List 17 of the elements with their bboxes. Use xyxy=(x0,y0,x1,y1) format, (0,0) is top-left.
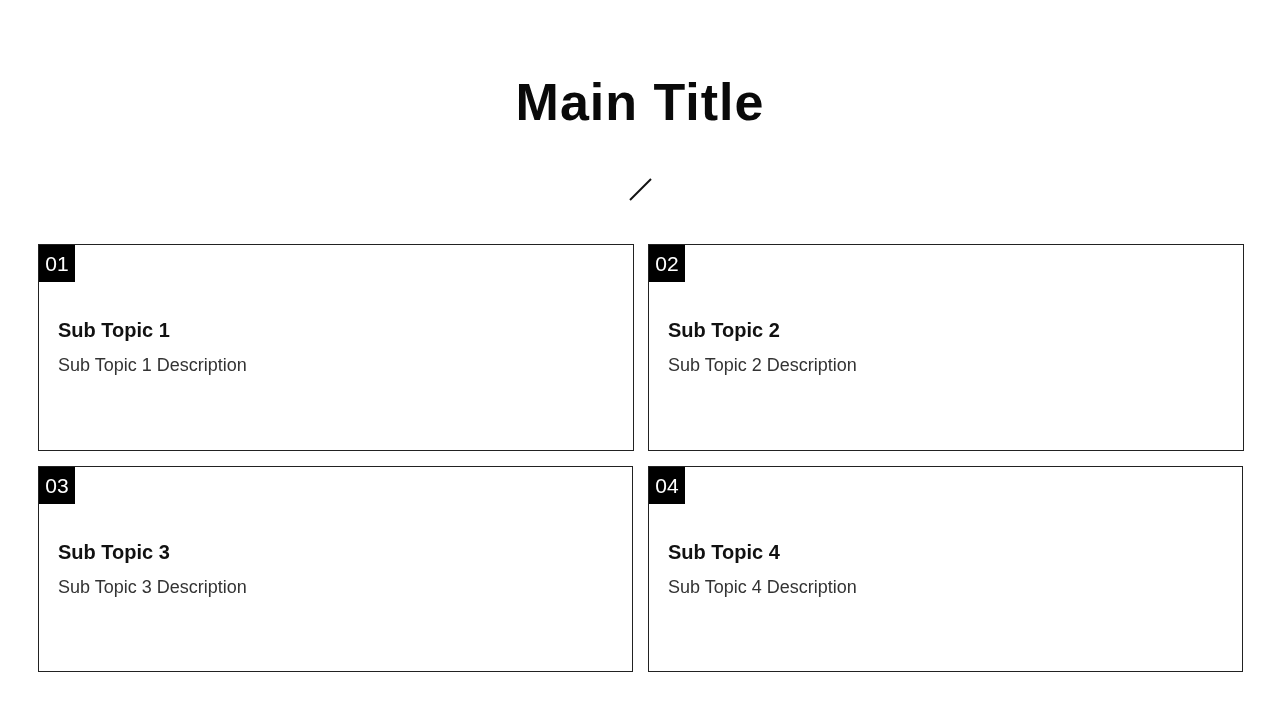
card-heading: Sub Topic 2 xyxy=(668,318,780,343)
number-tag: 01 xyxy=(39,245,75,282)
topic-card xyxy=(648,244,1244,451)
number-tag: 04 xyxy=(649,467,685,504)
topic-card xyxy=(648,466,1243,672)
number-tag: 03 xyxy=(39,467,75,504)
topic-card xyxy=(38,466,633,672)
number-tag: 02 xyxy=(649,245,685,282)
card-heading: Sub Topic 3 xyxy=(58,540,170,565)
card-description: Sub Topic 1 Description xyxy=(58,354,247,377)
card-description: Sub Topic 4 Description xyxy=(668,576,857,599)
topic-card xyxy=(38,244,634,451)
card-heading: Sub Topic 4 xyxy=(668,540,780,565)
card-description: Sub Topic 3 Description xyxy=(58,576,247,599)
title: Main Title xyxy=(515,72,765,132)
card-description: Sub Topic 2 Description xyxy=(668,354,857,377)
card-heading: Sub Topic 1 xyxy=(58,318,170,343)
